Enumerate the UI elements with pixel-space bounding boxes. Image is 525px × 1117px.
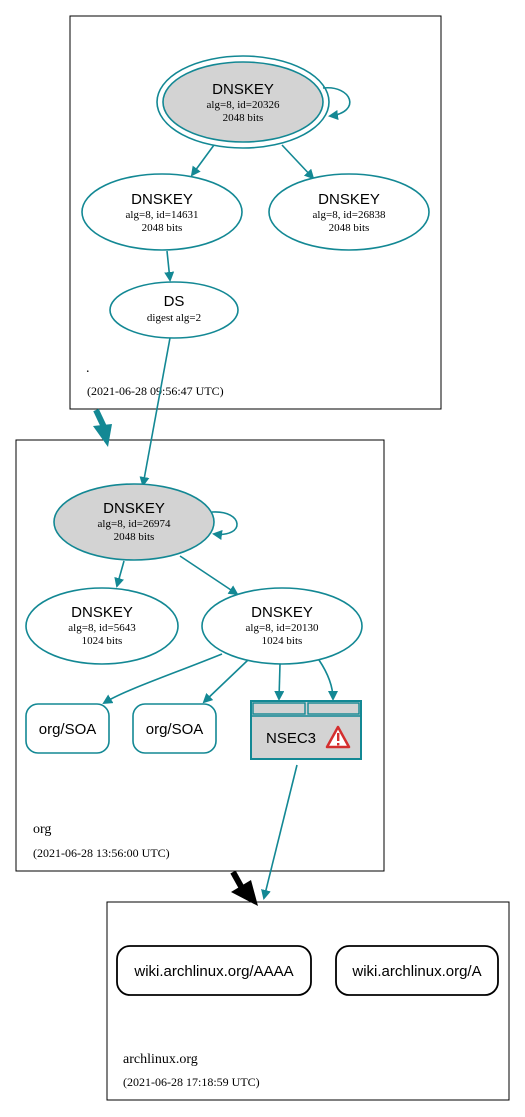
zone-root: . (2021-06-28 09:56:47 UTC) [69, 15, 442, 410]
edge-org-ksk-to-zsk1 [114, 560, 125, 588]
edge-org-zsk2-to-nsec3-a [274, 663, 285, 701]
edge-org-ksk-to-zsk2 [179, 555, 239, 596]
edge-ds-to-org-ksk [139, 337, 171, 487]
edge-org-ksk-self [211, 511, 238, 540]
node-org-ksk-bits: 2048 bits [114, 531, 155, 543]
node-org-soa-2-label: org/SOA [146, 721, 204, 738]
edge-org-zsk2-to-soa2 [202, 659, 249, 704]
delegation-root-to-org [93, 408, 112, 447]
zone-root-timestamp: (2021-06-28 09:56:47 UTC) [87, 384, 224, 398]
zone-archlinux-name: archlinux.org [123, 1052, 198, 1067]
warning-triangle-icon [325, 725, 351, 749]
edge-root-ksk-to-zsk2 [281, 144, 315, 180]
zone-org-name: org [33, 822, 51, 837]
node-org-ksk-title: DNSKEY [103, 500, 165, 517]
node-org-ds-digest: digest alg=2 [147, 312, 201, 324]
node-org-zsk1-alg: alg=8, id=5643 [68, 622, 136, 634]
node-root-zsk2[interactable]: DNSKEY alg=8, id=26838 2048 bits [268, 173, 430, 251]
node-root-zsk1-title: DNSKEY [131, 191, 193, 208]
node-org-zsk2-bits: 1024 bits [262, 635, 303, 647]
node-org-ds[interactable]: DS digest alg=2 [109, 281, 239, 339]
edge-root-ksk-self [322, 87, 351, 120]
node-rr-aaaa[interactable]: wiki.archlinux.org/AAAA [116, 945, 312, 996]
node-org-zsk2-alg: alg=8, id=20130 [246, 622, 319, 634]
node-rr-aaaa-label: wiki.archlinux.org/AAAA [133, 963, 293, 980]
node-root-ksk[interactable]: DNSKEY alg=8, id=20326 2048 bits [156, 55, 330, 149]
node-org-soa-1[interactable]: org/SOA [25, 703, 110, 754]
node-root-zsk2-title: DNSKEY [318, 191, 380, 208]
zone-org: org (2021-06-28 13:56:00 UTC) [15, 439, 385, 872]
node-org-zsk2[interactable]: DNSKEY alg=8, id=20130 1024 bits [201, 587, 363, 665]
node-nsec3[interactable]: NSEC3 [250, 700, 362, 760]
node-org-ksk-alg: alg=8, id=26974 [98, 518, 171, 530]
delegation-org-to-archlinux [230, 870, 258, 906]
node-root-ksk-bits: 2048 bits [223, 112, 264, 124]
node-root-zsk1-alg: alg=8, id=14631 [126, 209, 199, 221]
node-root-ksk-title: DNSKEY [212, 81, 274, 98]
edge-nsec3-to-archlinux [261, 764, 298, 900]
node-org-zsk2-title: DNSKEY [251, 604, 313, 621]
node-root-zsk1-bits: 2048 bits [142, 222, 183, 234]
edge-root-ksk-to-zsk1 [190, 144, 215, 177]
node-root-zsk2-alg: alg=8, id=26838 [313, 209, 386, 221]
zone-org-timestamp: (2021-06-28 13:56:00 UTC) [33, 846, 170, 860]
node-org-zsk1-bits: 1024 bits [82, 635, 123, 647]
edge-org-zsk2-to-soa1 [102, 653, 223, 705]
node-org-soa-1-label: org/SOA [39, 721, 97, 738]
zone-archlinux: archlinux.org (2021-06-28 17:18:59 UTC) [106, 901, 510, 1101]
node-root-ksk-alg: alg=8, id=20326 [207, 99, 280, 111]
node-root-zsk2-bits: 2048 bits [329, 222, 370, 234]
zone-root-name: . [86, 361, 90, 376]
node-rr-a-label: wiki.archlinux.org/A [351, 963, 481, 980]
edges [93, 87, 351, 906]
node-nsec3-label: NSEC3 [266, 730, 316, 747]
node-org-soa-2[interactable]: org/SOA [132, 703, 217, 754]
node-rr-a[interactable]: wiki.archlinux.org/A [335, 945, 499, 996]
zone-archlinux-timestamp: (2021-06-28 17:18:59 UTC) [123, 1075, 260, 1089]
node-org-zsk1-title: DNSKEY [71, 604, 133, 621]
node-org-zsk1[interactable]: DNSKEY alg=8, id=5643 1024 bits [25, 587, 179, 665]
node-org-ksk[interactable]: DNSKEY alg=8, id=26974 2048 bits [53, 483, 215, 561]
edge-root-zsk1-to-ds [164, 250, 175, 282]
node-org-ds-title: DS [164, 293, 185, 310]
edge-org-zsk2-to-nsec3-b [318, 659, 338, 701]
node-root-zsk1[interactable]: DNSKEY alg=8, id=14631 2048 bits [81, 173, 243, 251]
